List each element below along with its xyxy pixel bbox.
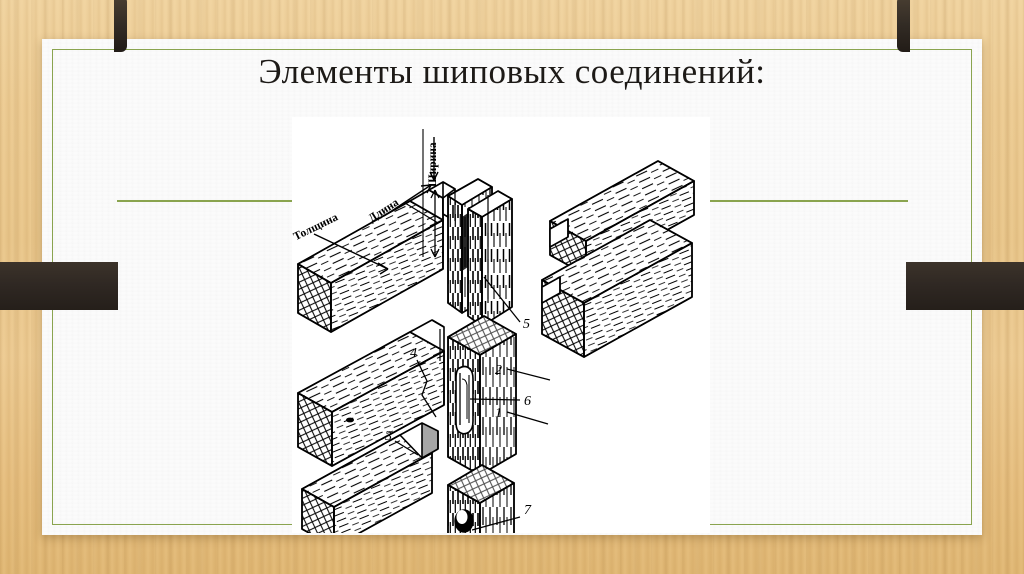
callout-5-text: 5 [523,317,530,332]
post-mortised-center [447,315,517,476]
ribbon-right-cap [897,0,910,52]
beam-middle-left [297,319,445,467]
ribbon-left-cap [114,0,127,52]
width-text: Ширина [427,142,439,187]
callout-leaders [394,276,551,531]
label-width-leader [422,129,440,258]
joint-elements-diagram: Толщина Длина Ширина 5 2 1 6 7 3 4 [292,117,710,533]
callout-3-text: 3 [384,429,392,444]
dimension-label-thickness: Толщина [292,211,340,243]
post-forked-top [447,178,513,327]
page-title: Элементы шиповых соединений: [258,52,766,91]
callout-2-text: 2 [495,363,502,378]
label-thickness-leader [313,233,389,275]
beam-bottom-left [301,422,439,533]
ribbon-right [906,262,1024,310]
beams-joined-right [541,160,695,358]
callout-7-text: 7 [524,503,532,518]
post-dowelled-bottom [447,464,515,533]
callout-6-text: 6 [524,394,531,409]
ribbon-left [0,262,118,310]
callout-4-text: 4 [410,346,417,361]
beam-upper-left [297,181,456,333]
callout-1-text: 1 [495,406,502,421]
thickness-text: Толщина [292,211,340,243]
dimension-label-width: Ширина [427,142,439,187]
